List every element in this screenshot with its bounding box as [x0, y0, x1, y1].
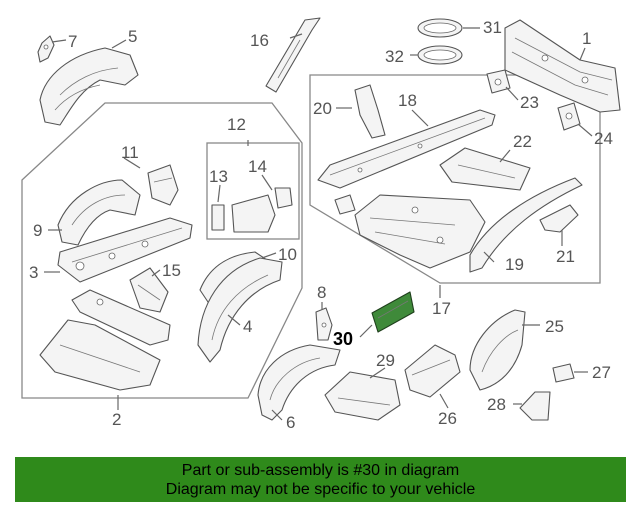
part-22[interactable]	[439, 147, 531, 191]
part-6[interactable]	[257, 344, 341, 421]
callout-32: 32	[385, 47, 404, 66]
part-4[interactable]	[197, 257, 283, 363]
part-15[interactable]	[129, 267, 169, 313]
part-1[interactable]	[504, 19, 621, 113]
callout-23: 23	[520, 93, 539, 112]
callout-9: 9	[33, 221, 42, 240]
part-30[interactable]	[371, 291, 415, 333]
callout-10: 10	[278, 245, 297, 264]
notice-line-2: Diagram may not be specific to your vehi…	[165, 480, 476, 498]
callout-3: 3	[29, 263, 38, 282]
callout-14: 14	[248, 157, 267, 176]
part-25[interactable]	[469, 309, 526, 391]
callout-31: 31	[483, 18, 502, 37]
part-27[interactable]	[552, 363, 575, 383]
callout-15: 15	[162, 261, 181, 280]
part-28[interactable]	[519, 391, 551, 421]
part-24[interactable]	[557, 102, 581, 131]
part-29[interactable]	[324, 371, 401, 421]
callout-21: 21	[556, 247, 575, 266]
part-11[interactable]	[147, 164, 179, 206]
part-7[interactable]	[37, 35, 55, 63]
part-13[interactable]	[211, 204, 225, 231]
callout-20: 20	[313, 99, 332, 118]
part-19[interactable]	[469, 177, 583, 273]
part-31[interactable]	[417, 18, 463, 38]
callout-16: 16	[250, 31, 269, 50]
callout-27: 27	[592, 363, 611, 382]
callout-5: 5	[128, 27, 137, 46]
callout-13: 13	[209, 167, 228, 186]
part-8[interactable]	[315, 307, 333, 341]
callout-2: 2	[112, 410, 121, 429]
callout-1: 1	[582, 29, 591, 48]
callout-11: 11	[121, 143, 139, 162]
callout-12: 12	[227, 115, 246, 134]
callout-4: 4	[243, 317, 252, 336]
part-5[interactable]	[39, 47, 139, 126]
callout-25: 25	[545, 317, 564, 336]
part-small-bracket[interactable]	[334, 194, 356, 215]
notice-line-1: Part or sub-assembly is #30 in diagram	[181, 461, 460, 479]
part-26[interactable]	[404, 344, 461, 398]
callout-6: 6	[286, 413, 295, 432]
part-2[interactable]	[39, 289, 171, 391]
callout-24: 24	[594, 129, 613, 148]
part-18[interactable]	[317, 109, 496, 189]
leader-lines	[44, 27, 593, 421]
callout-30: 30	[333, 329, 353, 349]
callout-18: 18	[398, 91, 417, 110]
callout-22: 22	[513, 132, 532, 151]
part-3[interactable]	[57, 217, 193, 283]
part-21[interactable]	[539, 204, 579, 233]
part-23[interactable]	[486, 69, 511, 94]
notice-banner: Part or sub-assembly is #30 in diagram D…	[15, 457, 626, 502]
callout-19: 19	[505, 255, 524, 274]
part-20[interactable]	[354, 84, 386, 139]
callout-26: 26	[438, 409, 457, 428]
callout-7: 7	[68, 32, 77, 51]
part-9[interactable]	[57, 179, 141, 246]
callout-17: 17	[432, 299, 451, 318]
group-12-outline	[206, 142, 300, 240]
callout-29: 29	[376, 351, 395, 370]
group-2-outline	[21, 102, 303, 399]
part-16[interactable]	[265, 17, 321, 93]
part-32[interactable]	[417, 45, 463, 65]
callout-28: 28	[487, 395, 506, 414]
part-floor[interactable]	[354, 194, 486, 269]
part-14[interactable]	[231, 187, 293, 233]
callout-8: 8	[317, 283, 326, 302]
